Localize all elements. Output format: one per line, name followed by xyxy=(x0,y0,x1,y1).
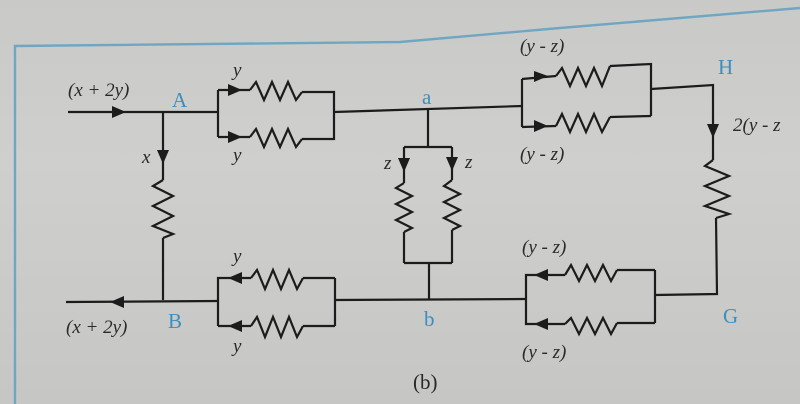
resistor-HG xyxy=(701,159,733,220)
arrow-HG-icon xyxy=(707,124,719,138)
node-label-G: G xyxy=(723,304,738,328)
resistor-bB-top xyxy=(250,267,304,292)
arrow-Gb-bottom-icon xyxy=(534,318,548,330)
arrow-Aa-top-icon xyxy=(228,84,242,96)
resistor-AB xyxy=(150,179,176,240)
wire-Aa-bottom-tail xyxy=(302,112,336,141)
node-label-H: H xyxy=(718,55,733,79)
arrow-ab-right-icon xyxy=(446,157,458,171)
arrow-aH-bottom-icon xyxy=(534,120,548,132)
current-label-x: x xyxy=(141,147,151,168)
wire-bB-top-lead xyxy=(216,276,251,326)
current-label-bB-top: y xyxy=(231,246,242,267)
node-label-A: A xyxy=(172,88,188,112)
current-label-ab-left: z xyxy=(383,153,392,174)
resistor-bB-bottom xyxy=(250,314,304,340)
resistor-ab-right xyxy=(441,179,463,231)
node-label-a: a xyxy=(422,85,432,109)
output-wire xyxy=(65,299,219,304)
resistor-aH-top xyxy=(555,65,612,89)
current-label-Aa-bottom: y xyxy=(231,145,242,166)
wire-aH-bottom-tail xyxy=(609,114,652,119)
current-label-Aa-top: y xyxy=(231,60,242,81)
current-label-Gb-bottom: (y - z) xyxy=(522,342,566,363)
resistor-Gb-bottom xyxy=(564,315,618,337)
wire-HG-tail xyxy=(654,217,719,297)
wire-b-horizontal xyxy=(334,297,527,302)
node-label-b: b xyxy=(424,307,435,331)
wire-Gb-bottom-lead xyxy=(524,299,565,326)
wire-Gb-top-lead xyxy=(524,273,565,299)
arrow-x-icon xyxy=(157,150,169,164)
output-arrow-icon xyxy=(110,296,124,308)
wire-aH-top-tail xyxy=(609,62,653,116)
input-arrow-icon xyxy=(112,106,126,118)
input-current-label: (x + 2y) xyxy=(68,80,129,101)
arrow-aH-top-icon xyxy=(534,71,548,82)
wire-Aa-top-tail xyxy=(302,90,336,112)
resistor-aH-bottom xyxy=(555,111,611,135)
current-label-aH-top: (y - z) xyxy=(520,36,564,57)
resistor-Aa-bottom xyxy=(249,126,303,150)
arrow-bB-top-icon xyxy=(228,272,242,284)
current-label-Gb-top: (y - z) xyxy=(522,237,566,258)
arrow-bB-bottom-icon xyxy=(228,320,242,332)
wire-to-H xyxy=(650,83,715,160)
current-label-aH-bottom: (y - z) xyxy=(520,144,564,165)
resistor-Aa-top xyxy=(249,79,303,103)
figure-caption: (b) xyxy=(413,370,438,394)
current-label-HG: 2(y - z xyxy=(733,115,781,136)
resistor-Gb-top xyxy=(564,262,618,284)
frame-border xyxy=(13,6,800,404)
current-label-ab-right: z xyxy=(464,152,473,173)
arrow-ab-left-icon xyxy=(398,158,410,172)
arrow-Gb-top-icon xyxy=(534,269,548,281)
current-label-bB-bottom: y xyxy=(231,336,242,357)
wire-A-to-a xyxy=(333,104,523,114)
arrow-Aa-bottom-icon xyxy=(228,131,242,143)
resistor-ab-left xyxy=(393,182,415,233)
node-label-B: B xyxy=(168,309,182,333)
output-current-label: (x + 2y) xyxy=(66,317,127,338)
